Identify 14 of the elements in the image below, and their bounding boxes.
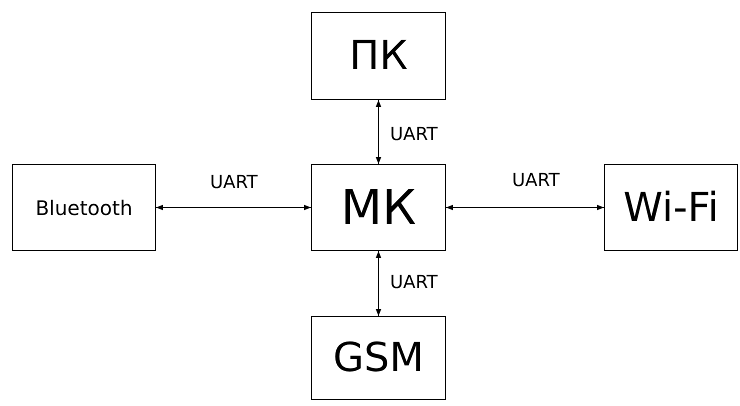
block-label: GSM <box>333 338 424 378</box>
block-box <box>604 164 738 251</box>
double-arrow <box>376 250 382 316</box>
block-box <box>12 164 156 251</box>
block-label: Wi-Fi <box>623 188 719 228</box>
block-label: МК <box>340 184 416 232</box>
double-arrow <box>446 204 604 210</box>
block-box <box>311 12 446 100</box>
double-arrow <box>376 100 382 164</box>
block-box <box>311 164 446 251</box>
block-label: Bluetooth <box>35 198 133 218</box>
block-box <box>311 316 446 400</box>
double-arrow <box>156 204 312 210</box>
block-label: ПК <box>349 36 408 76</box>
